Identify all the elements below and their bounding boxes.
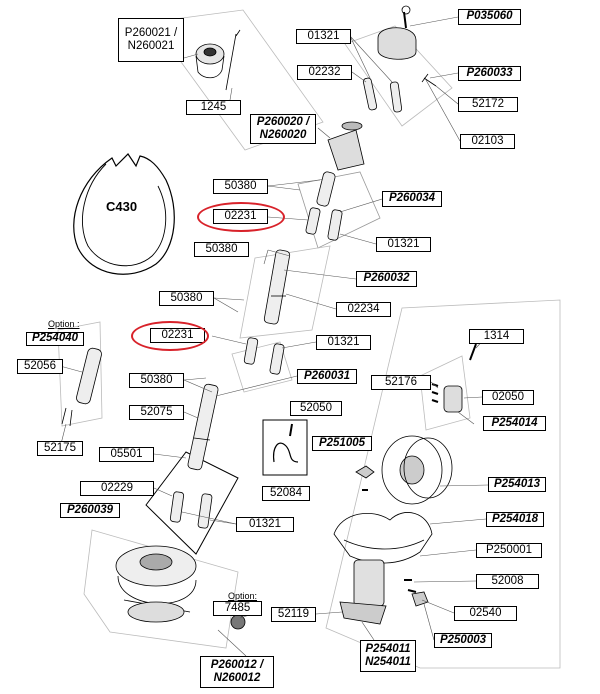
- screws-52008: [404, 579, 417, 593]
- label-p260033: P260033: [458, 66, 521, 81]
- tube-p254040: [76, 347, 102, 405]
- tube-02231-a: [305, 207, 321, 235]
- label-50380-3: 50380: [159, 291, 214, 306]
- label-p260031: P260031: [297, 369, 357, 384]
- tube-02232: [362, 77, 378, 111]
- screw-52175: [61, 407, 73, 427]
- c430-label: C430: [106, 199, 138, 214]
- option-note-bottom: Option:: [228, 591, 258, 601]
- label-50380-4: 50380: [129, 373, 184, 388]
- label-p260039: P260039: [60, 503, 120, 518]
- label-50380-1: 50380: [213, 179, 268, 194]
- label-02229: 02229: [80, 481, 154, 496]
- label-50380-2: 50380: [194, 242, 249, 257]
- label-p254018: P254018: [486, 512, 544, 527]
- label-01321-3: 01321: [316, 335, 371, 350]
- tube-01321-b: [327, 209, 343, 241]
- label-05501: 05501: [99, 447, 154, 462]
- label-02103: 02103: [460, 134, 515, 149]
- tube-50380-a: [316, 171, 336, 207]
- label-p260021: P260021 / N260021: [118, 18, 184, 62]
- group-outline-p260032: [239, 245, 331, 339]
- tube-01321-c: [269, 343, 285, 375]
- tube-01321-d: [197, 493, 213, 529]
- label-p254011: P254011 N254011: [360, 640, 416, 672]
- label-p260032: P260032: [356, 271, 417, 287]
- c430-clip-inner: [81, 163, 167, 267]
- highlight-02231-lower: [131, 321, 209, 351]
- cylinder-02050: [443, 385, 463, 413]
- group-outline-p254040: [57, 321, 103, 427]
- label-02234: 02234: [336, 302, 391, 317]
- tube-02234: [263, 249, 291, 325]
- label-52172: 52172: [458, 97, 518, 112]
- group-outline-p260031: [231, 341, 293, 393]
- c430-clip-outline: [73, 153, 175, 275]
- label-p254040: P254040: [26, 332, 84, 346]
- label-01321-top: 01321: [296, 29, 351, 44]
- label-p254013: P254013: [488, 477, 546, 492]
- label-52008: 52008: [476, 574, 539, 589]
- label-02232: 02232: [297, 65, 352, 80]
- drum-p254013: [381, 435, 443, 505]
- group-outline-top-right: [344, 25, 453, 127]
- label-p260034: P260034: [382, 191, 442, 207]
- spool-p254011: [353, 559, 385, 607]
- label-52050: 52050: [290, 401, 342, 416]
- group-outline-02050: [419, 355, 471, 431]
- tube-01321-a: [389, 81, 403, 113]
- label-52084: 52084: [262, 486, 310, 501]
- label-p254014: P254014: [483, 416, 546, 431]
- group-outline-p260039: [145, 451, 239, 555]
- screws-52176: [431, 383, 439, 403]
- label-52176: 52176: [371, 375, 431, 390]
- label-52175: 52175: [37, 441, 83, 456]
- screw-1314: [469, 343, 477, 361]
- knob-p035060: [377, 27, 417, 60]
- label-p260012: P260012 / N260012: [200, 656, 274, 688]
- label-p251005: P251005: [312, 436, 372, 451]
- tube-02229: [169, 491, 185, 523]
- tube-02231-b: [243, 337, 259, 365]
- group-outline-p251005: [262, 419, 308, 476]
- tube-52075: [187, 383, 219, 471]
- label-p260020: P260020 / N260020: [250, 114, 316, 144]
- label-p250001: P250001: [476, 543, 542, 558]
- fitting-p260020: [327, 129, 365, 171]
- label-p250003: P250003: [434, 633, 492, 648]
- label-p035060: P035060: [458, 9, 521, 25]
- label-52075: 52075: [129, 405, 184, 420]
- highlight-02231-upper: [197, 202, 285, 232]
- basket-p254018: [333, 512, 433, 564]
- label-01321-2: 01321: [376, 237, 431, 252]
- label-7485: 7485: [213, 601, 262, 616]
- group-outline-bottom: [83, 529, 239, 649]
- option-note-left: Option :: [48, 319, 80, 329]
- label-01321-4: 01321: [236, 517, 294, 532]
- label-52056: 52056: [17, 359, 63, 374]
- bracket-p250003: [411, 591, 429, 607]
- label-02540: 02540: [454, 606, 517, 621]
- label-52119: 52119: [271, 607, 316, 622]
- label-02050: 02050: [482, 390, 534, 405]
- clip-p251005: [273, 442, 299, 463]
- label-1245: 1245: [186, 100, 241, 115]
- pin-1245: [225, 29, 241, 91]
- label-1314: 1314: [469, 329, 524, 344]
- screw-52172: [421, 73, 437, 87]
- wing-nut: [355, 465, 375, 479]
